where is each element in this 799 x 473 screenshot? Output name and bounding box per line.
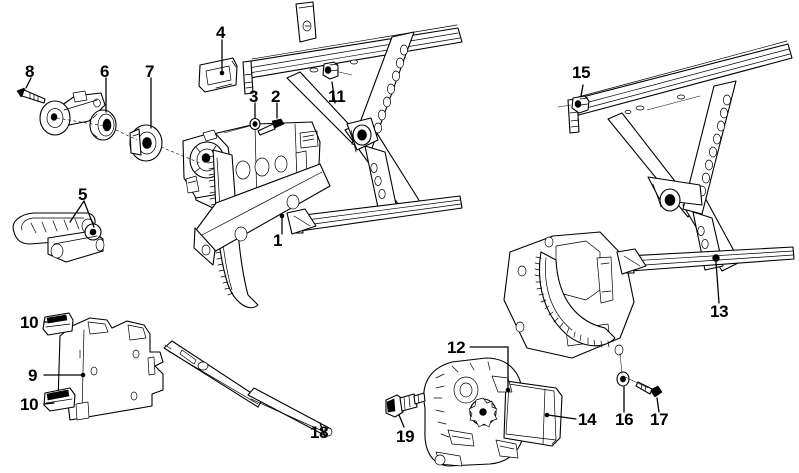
upper-rail-nut-part15 [557,95,590,114]
crank-bushing-part6 [89,109,117,141]
crank-handle-assembly [16,87,201,164]
callout-number-9: 9 [28,366,38,385]
crank-screw-part8 [16,87,46,104]
callout-number-16: 16 [615,410,634,429]
callout-number-5: 5 [78,185,88,204]
scissor-arm-assembly-right [607,80,741,272]
motor-mount-washer-part16 [616,371,630,387]
callout-number-14: 14 [578,410,597,429]
leader-hair-bolt17 [622,375,649,389]
upper-guide-rail-left [242,24,463,95]
upper-guide-rail-right [567,40,793,134]
callout-number-10-upper: 10 [20,313,39,332]
callout-number-10-lower: 10 [20,395,39,414]
callout-number-1: 1 [273,231,283,250]
callout-number-17: 17 [650,410,669,429]
escutcheon-part7 [129,124,163,162]
callout-number-4: 4 [216,23,226,42]
telescoping-rod-part18 [163,340,333,437]
arm-holes-lower [370,163,386,199]
arm-holes-upper [374,44,408,134]
toothed-sector-arm-right [534,251,616,348]
callout-number-15: 15 [572,63,591,82]
guide-slider-block-part4 [198,57,238,93]
rail-nut-part11 [322,61,353,80]
handle-cover-parts-5 [12,212,105,263]
callout-number-12: 12 [447,338,466,357]
slider-clip-lower-part10 [43,387,76,412]
slider-clip-upper-part10 [42,312,74,336]
sector-gear-teeth-right [534,256,610,348]
connector-plug-part19 [385,392,426,418]
callout-number-19: 19 [396,427,415,446]
scissor-arm-assembly-left [286,31,423,218]
callout-number-6: 6 [100,62,110,81]
lower-guide-rail-right [616,246,795,275]
callout-number-7: 7 [145,62,155,81]
motor-mount-bolt-part17 [635,381,663,398]
callout-number-18: 18 [310,423,329,442]
callout-number-13: 13 [710,302,729,321]
callout-number-3: 3 [249,87,259,106]
lifting-arm-left [193,163,331,266]
leader-lines [25,39,720,438]
lower-guide-rail-left [286,195,463,235]
electric-window-motor-part14 [423,357,563,467]
leader-hair-washer16 [619,352,623,375]
guide-bracket-plate-part9 [57,317,164,421]
callout-number-11: 11 [328,87,346,106]
upper-mounting-tab [295,1,317,43]
callout-number-2: 2 [271,87,281,106]
motor-pinion-gear [468,397,498,428]
callout-number-8: 8 [25,62,35,81]
crank-arm [39,90,106,136]
